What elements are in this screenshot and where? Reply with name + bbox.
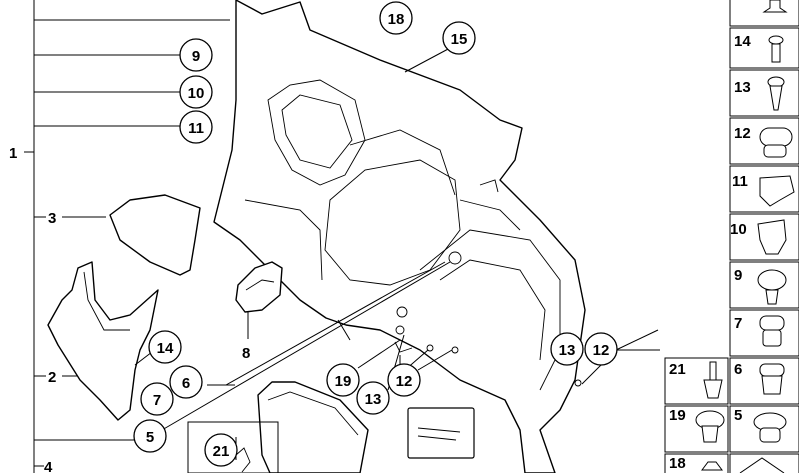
label-2: 2 [48,369,56,386]
svg-text:14: 14 [157,340,174,357]
pin-icon [703,361,723,399]
button-clip-icon [753,412,787,443]
svg-text:7: 7 [153,392,161,409]
callout-7: 7 [140,382,174,416]
callout-9: 9 [179,38,213,72]
screw-icon [767,76,785,111]
svg-text:11: 11 [188,120,204,137]
callout-5: 5 [133,419,167,453]
callout-13-center: 13 [356,381,390,415]
svg-text:9: 9 [734,267,742,284]
callout-19: 19 [326,363,360,397]
screw-icon [768,35,784,63]
svg-text:6: 6 [182,375,190,392]
label-8: 8 [242,345,250,362]
svg-text:5: 5 [734,407,742,424]
lower-trim-piece [47,261,159,421]
lower-plate [257,381,369,473]
callout-10: 10 [179,75,213,109]
svg-text:7: 7 [734,315,742,332]
svg-text:12: 12 [734,125,751,142]
callout-12-right: 12 [584,332,618,366]
svg-text:14: 14 [734,33,751,50]
svg-text:19: 19 [669,407,686,424]
callout-12-center: 12 [387,363,421,397]
callout-18: 18 [379,1,413,35]
svg-text:10: 10 [188,85,205,102]
callout-21: 21 [204,433,238,467]
callout-14: 14 [148,330,182,364]
svg-text:13: 13 [365,391,382,408]
svg-text:11: 11 [732,173,748,190]
clip-icon [757,219,787,255]
nut-icon [701,461,723,471]
bracket-piece [235,261,283,313]
side-trim-panel [213,0,586,473]
svg-text:18: 18 [388,11,405,28]
label-3: 3 [48,210,56,227]
callout-15: 15 [442,21,476,55]
svg-text:12: 12 [396,373,413,390]
svg-text:12: 12 [593,342,610,359]
svg-text:21: 21 [669,361,686,378]
assembly-bracket [24,0,230,473]
clip-icon [759,363,785,395]
svg-text:9: 9 [192,48,200,65]
logo-icon [739,457,785,473]
svg-text:6: 6 [734,361,742,378]
svg-text:19: 19 [335,373,352,390]
svg-text:5: 5 [146,429,154,446]
push-clip-icon [695,410,725,443]
svg-text:10: 10 [730,221,747,238]
label-4: 4 [44,459,53,473]
callout-13-right: 13 [550,332,584,366]
plug-icon [759,127,793,158]
callout-11: 11 [179,110,213,144]
grommet-icon [759,315,785,347]
svg-text:18: 18 [669,455,686,472]
hardware-bag [407,407,475,459]
hardware-panel: 14 13 12 11 10 9 [664,0,799,473]
svg-text:13: 13 [559,342,576,359]
svg-text:21: 21 [213,443,230,460]
svg-text:15: 15 [451,31,468,48]
clip-icon [759,175,795,207]
cover-piece [109,194,201,276]
svg-text:13: 13 [734,79,751,96]
label-1: 1 [9,145,17,162]
rivet-icon [757,269,787,305]
callout-6: 6 [169,365,203,399]
